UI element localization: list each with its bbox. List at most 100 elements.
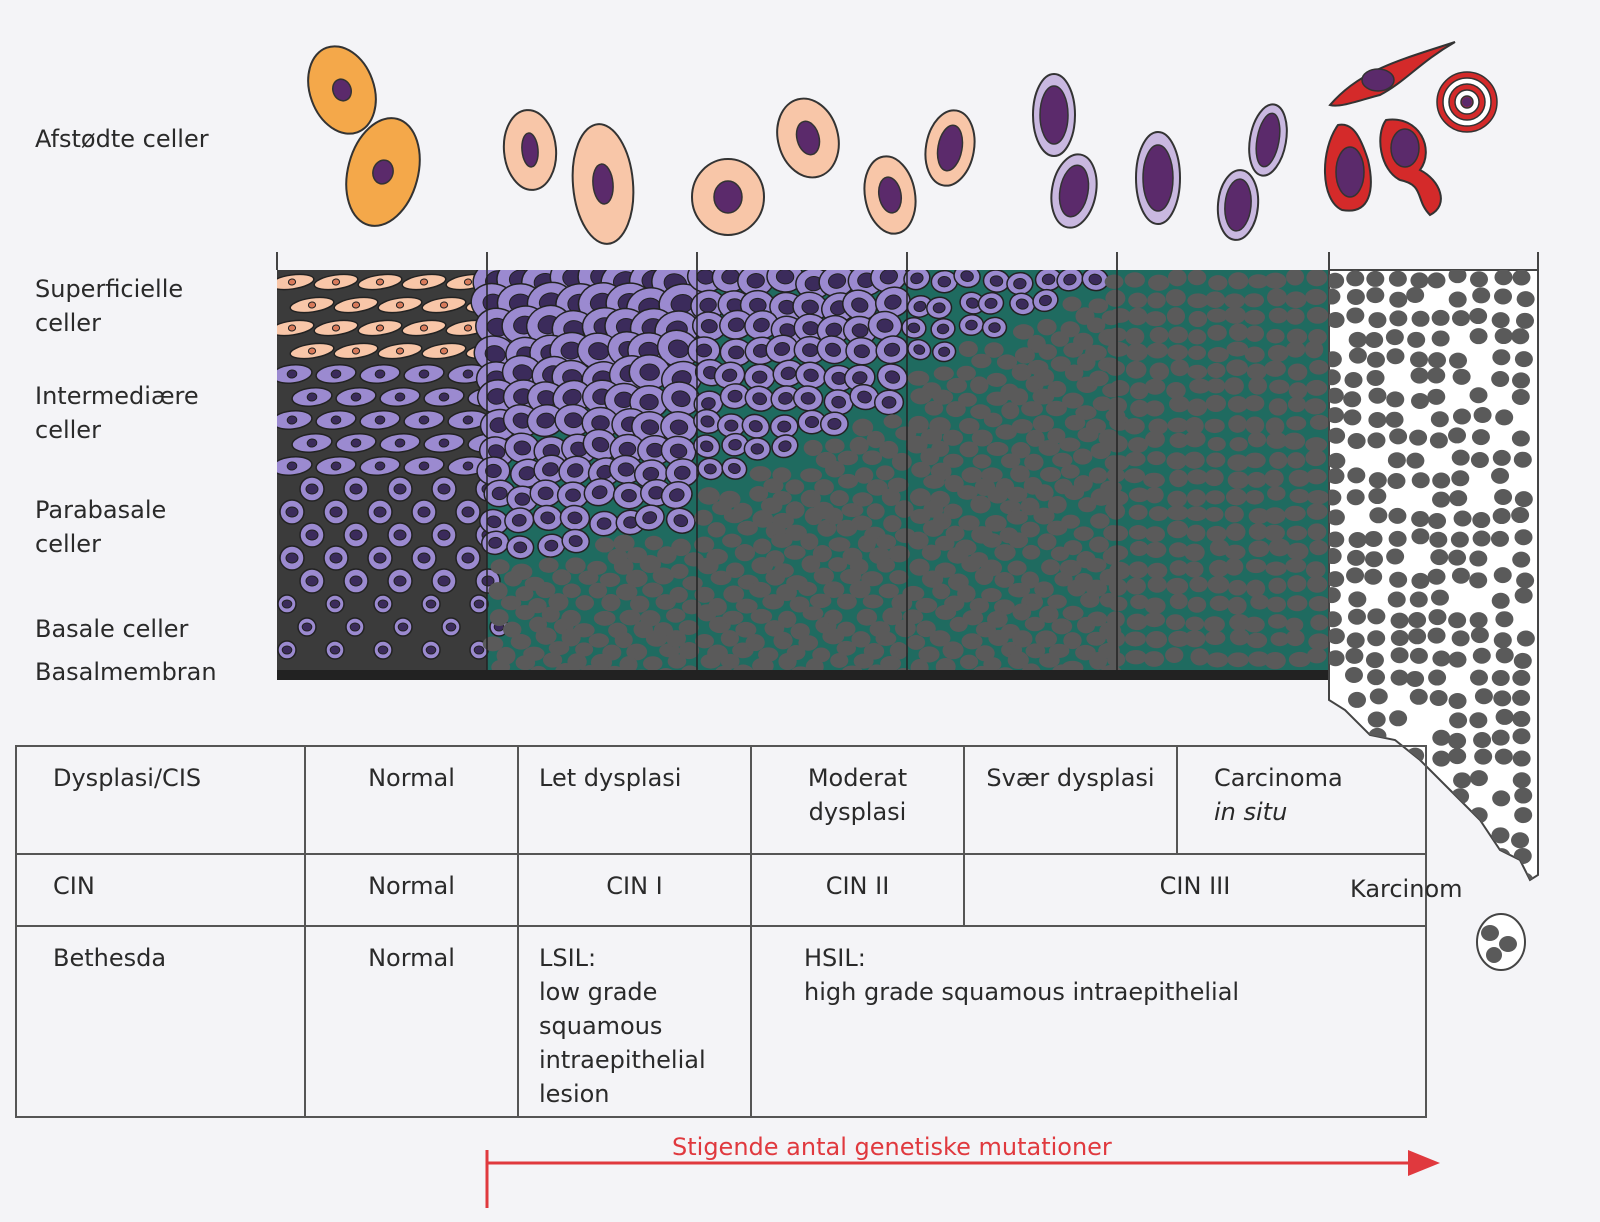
dysplastic-nucleus [1207, 347, 1229, 363]
dysplastic-nucleus [944, 475, 964, 493]
dysplastic-nucleus [1224, 558, 1244, 576]
carcinoma-nucleus [1429, 432, 1448, 449]
dysplastic-nucleus [614, 631, 633, 649]
epithelial-cell [660, 481, 693, 510]
epithelial-cell [529, 479, 562, 508]
dysplastic-nucleus [1047, 428, 1066, 444]
dysplastic-nucleus [1166, 382, 1186, 399]
carcinoma-nucleus [1431, 810, 1450, 827]
dysplastic-nucleus [1287, 363, 1308, 381]
carcinoma-nucleus [1429, 689, 1448, 706]
epithelial-cell [277, 319, 315, 337]
dysplastic-nucleus [908, 415, 929, 434]
dysplastic-nucleus [1209, 595, 1230, 611]
dysplastic-nucleus [1125, 649, 1147, 665]
dysplastic-nucleus [1059, 437, 1081, 452]
dysplastic-nucleus [866, 479, 888, 496]
carcinoma-nucleus [1432, 729, 1451, 746]
carcinoma-nucleus [1389, 291, 1408, 308]
dysplastic-nucleus [1090, 513, 1110, 529]
dysplastic-nucleus [813, 567, 835, 585]
carcinoma-nucleus [1449, 712, 1468, 729]
dysplastic-nucleus [1207, 437, 1226, 452]
dysplastic-nucleus [982, 533, 1002, 548]
dysplastic-nucleus [1088, 298, 1109, 314]
carcinoma-nucleus [1513, 847, 1532, 864]
carcinoma-nucleus [1369, 688, 1388, 705]
epithelial-cell [693, 390, 724, 417]
dysplastic-nucleus [1245, 490, 1265, 505]
dysplastic-nucleus [946, 401, 966, 418]
dysplastic-nucleus [930, 462, 952, 481]
dysplastic-nucleus [1007, 560, 1027, 576]
dysplastic-nucleus [921, 544, 941, 561]
epithelial-cell [277, 594, 297, 614]
dysplastic-nucleus [906, 635, 926, 650]
dysplastic-nucleus [883, 515, 902, 533]
carcinoma-nucleus [1514, 807, 1533, 824]
dysplastic-nucleus [1090, 488, 1112, 506]
dysplastic-nucleus [1187, 596, 1207, 613]
dysplastic-nucleus [1209, 539, 1230, 557]
epithelial-cell [377, 342, 423, 360]
dysplastic-nucleus [1187, 293, 1209, 309]
carcinoma-nucleus [1408, 628, 1427, 645]
epithelial-cell [403, 410, 445, 430]
dysplastic-nucleus [745, 634, 765, 652]
dysplastic-nucleus [1169, 560, 1188, 576]
epithelial-cell [379, 387, 421, 407]
dysplastic-nucleus [1007, 651, 1029, 670]
dysplastic-nucleus [1008, 582, 1031, 598]
shed-cell [1216, 169, 1260, 241]
dysplastic-nucleus [1267, 614, 1288, 629]
dysplastic-nucleus [750, 608, 773, 624]
carcinoma-nucleus [1430, 549, 1449, 566]
dysplastic-nucleus [1012, 630, 1033, 648]
dysplastic-nucleus [771, 533, 793, 548]
epithelial-cell [421, 594, 441, 614]
dysplastic-nucleus [1039, 466, 1062, 483]
dysplastic-nucleus [1226, 341, 1249, 357]
epithelial-cell [277, 640, 297, 660]
carcinoma-nucleus [1448, 692, 1467, 709]
dysplastic-nucleus [1267, 344, 1289, 362]
dysplastic-nucleus [669, 586, 688, 603]
basal-membrane-line [277, 670, 1329, 680]
carcinoma-nucleus [1512, 750, 1531, 767]
dysplastic-nucleus [986, 441, 1009, 457]
carcinoma-nucleus [1427, 627, 1446, 644]
carcinoma-nucleus [1329, 351, 1342, 368]
carcinoma-nucleus [1495, 409, 1514, 426]
dysplastic-nucleus [773, 563, 794, 578]
epithelial-cell [845, 336, 879, 366]
carcinoma-nucleus [1388, 507, 1407, 524]
dysplastic-nucleus [824, 609, 843, 625]
dysplastic-nucleus [801, 555, 821, 573]
epithelial-cell [277, 364, 313, 384]
carcinoma-nucleus [1408, 612, 1427, 629]
dysplastic-nucleus [880, 655, 902, 672]
dysplastic-nucleus [1309, 359, 1329, 375]
dysplastic-nucleus [1268, 307, 1288, 324]
dysplastic-nucleus [1190, 648, 1210, 666]
dysplastic-nucleus [1286, 452, 1306, 469]
dysplastic-nucleus [1288, 469, 1310, 487]
dysplastic-nucleus [1245, 558, 1267, 574]
carcinoma-nucleus [1366, 351, 1385, 368]
epithelial-cell [323, 499, 349, 525]
carcinoma-nucleus [1427, 791, 1446, 808]
epithelial-cell [423, 387, 465, 407]
dysplastic-nucleus [902, 609, 924, 625]
dysplastic-nucleus [515, 604, 535, 621]
dysplastic-nucleus [626, 643, 648, 661]
carcinoma-nucleus [1469, 271, 1488, 288]
dysplastic-nucleus [1243, 309, 1266, 325]
dysplastic-nucleus [1204, 506, 1224, 522]
carcinoma-nucleus [1469, 328, 1488, 345]
dysplastic-nucleus [1088, 467, 1108, 484]
dysplastic-nucleus [853, 653, 874, 669]
dysplastic-nucleus [1025, 429, 1045, 447]
dysplastic-nucleus [1085, 418, 1107, 434]
dysplastic-nucleus [1143, 612, 1166, 628]
carcinoma-nucleus [1389, 571, 1408, 588]
